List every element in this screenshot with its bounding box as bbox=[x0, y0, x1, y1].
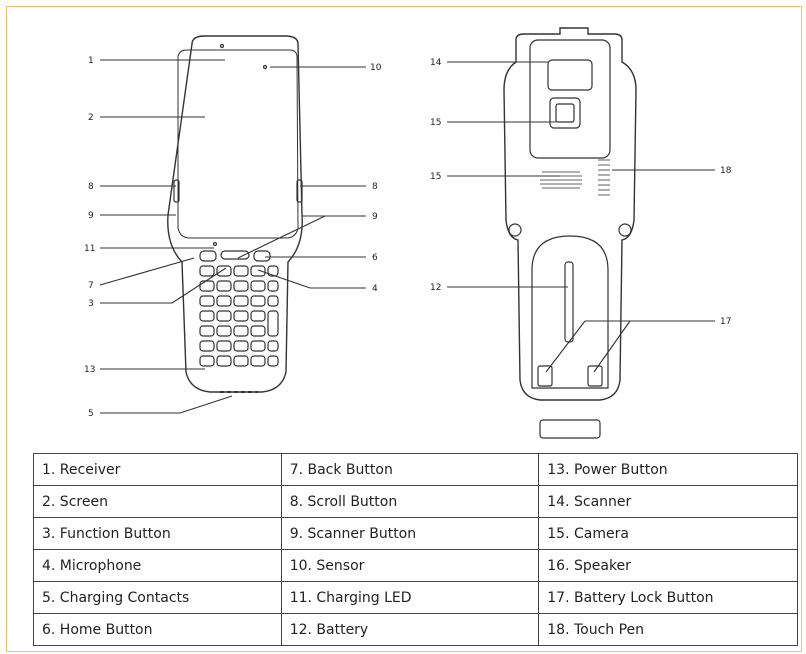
callout-15-bottom: 15 bbox=[430, 172, 441, 182]
legend-row: 2. Screen 8. Scroll Button 14. Scanner bbox=[33, 485, 798, 518]
front-view-device bbox=[167, 35, 303, 393]
legend-cell: 11. Charging LED bbox=[280, 581, 540, 614]
legend-row: 3. Function Button 9. Scanner Button 15.… bbox=[33, 517, 798, 550]
legend-cell: 3. Function Button bbox=[33, 517, 282, 550]
callout-14: 14 bbox=[430, 58, 442, 68]
legend-cell: 2. Screen bbox=[33, 485, 282, 518]
legend-cell: 6. Home Button bbox=[33, 613, 282, 646]
legend-cell: 15. Camera bbox=[538, 517, 798, 550]
callout-8-right: 8 bbox=[372, 182, 378, 192]
legend-cell: 13. Power Button bbox=[538, 453, 798, 486]
callout-10: 10 bbox=[370, 63, 382, 73]
callout-5: 5 bbox=[88, 409, 94, 419]
callout-15-top: 15 bbox=[430, 118, 441, 128]
legend-cell: 18. Touch Pen bbox=[538, 613, 798, 646]
callout-7: 7 bbox=[88, 281, 94, 291]
back-view-device bbox=[503, 27, 637, 439]
leader-lines bbox=[99, 59, 715, 414]
legend-row: 6. Home Button 12. Battery 18. Touch Pen bbox=[33, 613, 798, 646]
callout-13: 13 bbox=[84, 365, 95, 375]
legend-cell: 8. Scroll Button bbox=[280, 485, 540, 518]
legend-cell: 10. Sensor bbox=[280, 549, 540, 582]
device-diagram: 1 2 8 9 11 7 3 13 5 10 8 9 6 4 14 15 15 … bbox=[84, 27, 732, 439]
legend-row: 1. Receiver 7. Back Button 13. Power But… bbox=[33, 453, 798, 486]
callout-numbers: 1 2 8 9 11 7 3 13 5 10 8 9 6 4 14 15 15 … bbox=[84, 56, 732, 419]
legend-cell: 4. Microphone bbox=[33, 549, 282, 582]
legend-row: 5. Charging Contacts 11. Charging LED 17… bbox=[33, 581, 798, 614]
legend-cell: 17. Battery Lock Button bbox=[538, 581, 798, 614]
callout-12: 12 bbox=[430, 283, 441, 293]
callout-6: 6 bbox=[372, 253, 378, 263]
legend-cell: 5. Charging Contacts bbox=[33, 581, 282, 614]
callout-2: 2 bbox=[88, 113, 94, 123]
legend-cell: 16. Speaker bbox=[538, 549, 798, 582]
legend-cell: 1. Receiver bbox=[33, 453, 282, 486]
legend-table: 1. Receiver 7. Back Button 13. Power But… bbox=[33, 453, 798, 646]
callout-18: 18 bbox=[720, 166, 732, 176]
callout-4: 4 bbox=[372, 284, 378, 294]
legend-cell: 7. Back Button bbox=[280, 453, 540, 486]
callout-3: 3 bbox=[88, 299, 94, 309]
callout-1: 1 bbox=[88, 56, 94, 66]
legend-cell: 14. Scanner bbox=[538, 485, 798, 518]
callout-17: 17 bbox=[720, 317, 731, 327]
legend-row: 4. Microphone 10. Sensor 16. Speaker bbox=[33, 549, 798, 582]
legend-cell: 9. Scanner Button bbox=[280, 517, 540, 550]
callout-9-right: 9 bbox=[372, 212, 378, 222]
keypad bbox=[199, 265, 279, 367]
callout-9-left: 9 bbox=[88, 211, 94, 221]
legend-cell: 12. Battery bbox=[280, 613, 540, 646]
callout-11: 11 bbox=[84, 244, 95, 254]
callout-8-left: 8 bbox=[88, 182, 94, 192]
